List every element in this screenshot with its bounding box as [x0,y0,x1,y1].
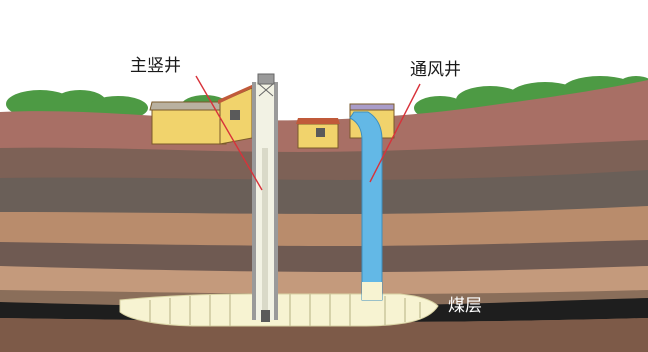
ventilation-shaft-label: 通风井 [410,60,461,80]
main-shaft-building [149,84,254,145]
mine-gallery [119,293,439,327]
coal-seam-label: 煤层 [448,296,482,316]
main-shaft [252,73,278,322]
main-shaft-pointer [195,75,263,191]
ventilation-shaft-pointer [369,83,421,183]
ventilation-shaft [349,111,383,301]
main-shaft-label: 主竖井 [130,56,181,76]
gallery-supports [149,294,421,326]
small-building [296,118,340,149]
bottom-layer [0,318,648,352]
